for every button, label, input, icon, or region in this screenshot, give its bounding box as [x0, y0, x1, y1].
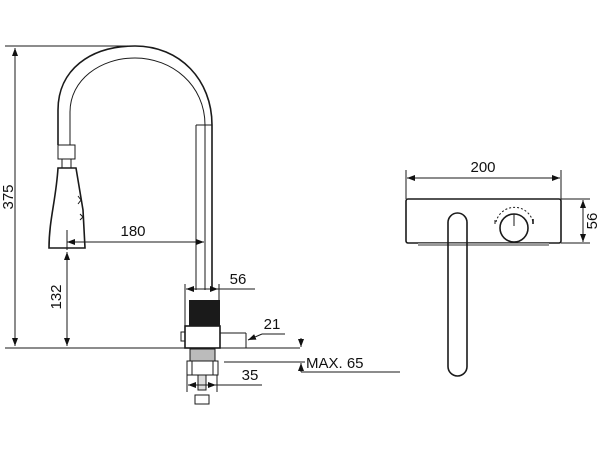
side-view: 375 180 132 56 21 MAX. 65 35 [0, 45, 400, 405]
dim-top-width: 200 [470, 159, 495, 176]
grip-ring [189, 300, 220, 326]
dim-shank-diameter: 35 [242, 367, 259, 384]
dim-base-height: 21 [264, 316, 281, 333]
dim-total-height: 375 [0, 184, 17, 209]
base-hatch [418, 243, 549, 246]
top-view: 200 56 [405, 159, 600, 377]
dim-spout-clearance: 132 [48, 284, 65, 309]
spout [57, 45, 213, 290]
dim-max-deck-thickness: MAX. 65 [306, 355, 364, 372]
dim-body-diameter: 56 [230, 271, 247, 288]
spout-top [447, 212, 468, 377]
dim-top-depth: 56 [584, 213, 600, 230]
temperature-knob [494, 206, 534, 243]
dim-reach: 180 [120, 223, 145, 240]
spray-head [48, 144, 86, 249]
